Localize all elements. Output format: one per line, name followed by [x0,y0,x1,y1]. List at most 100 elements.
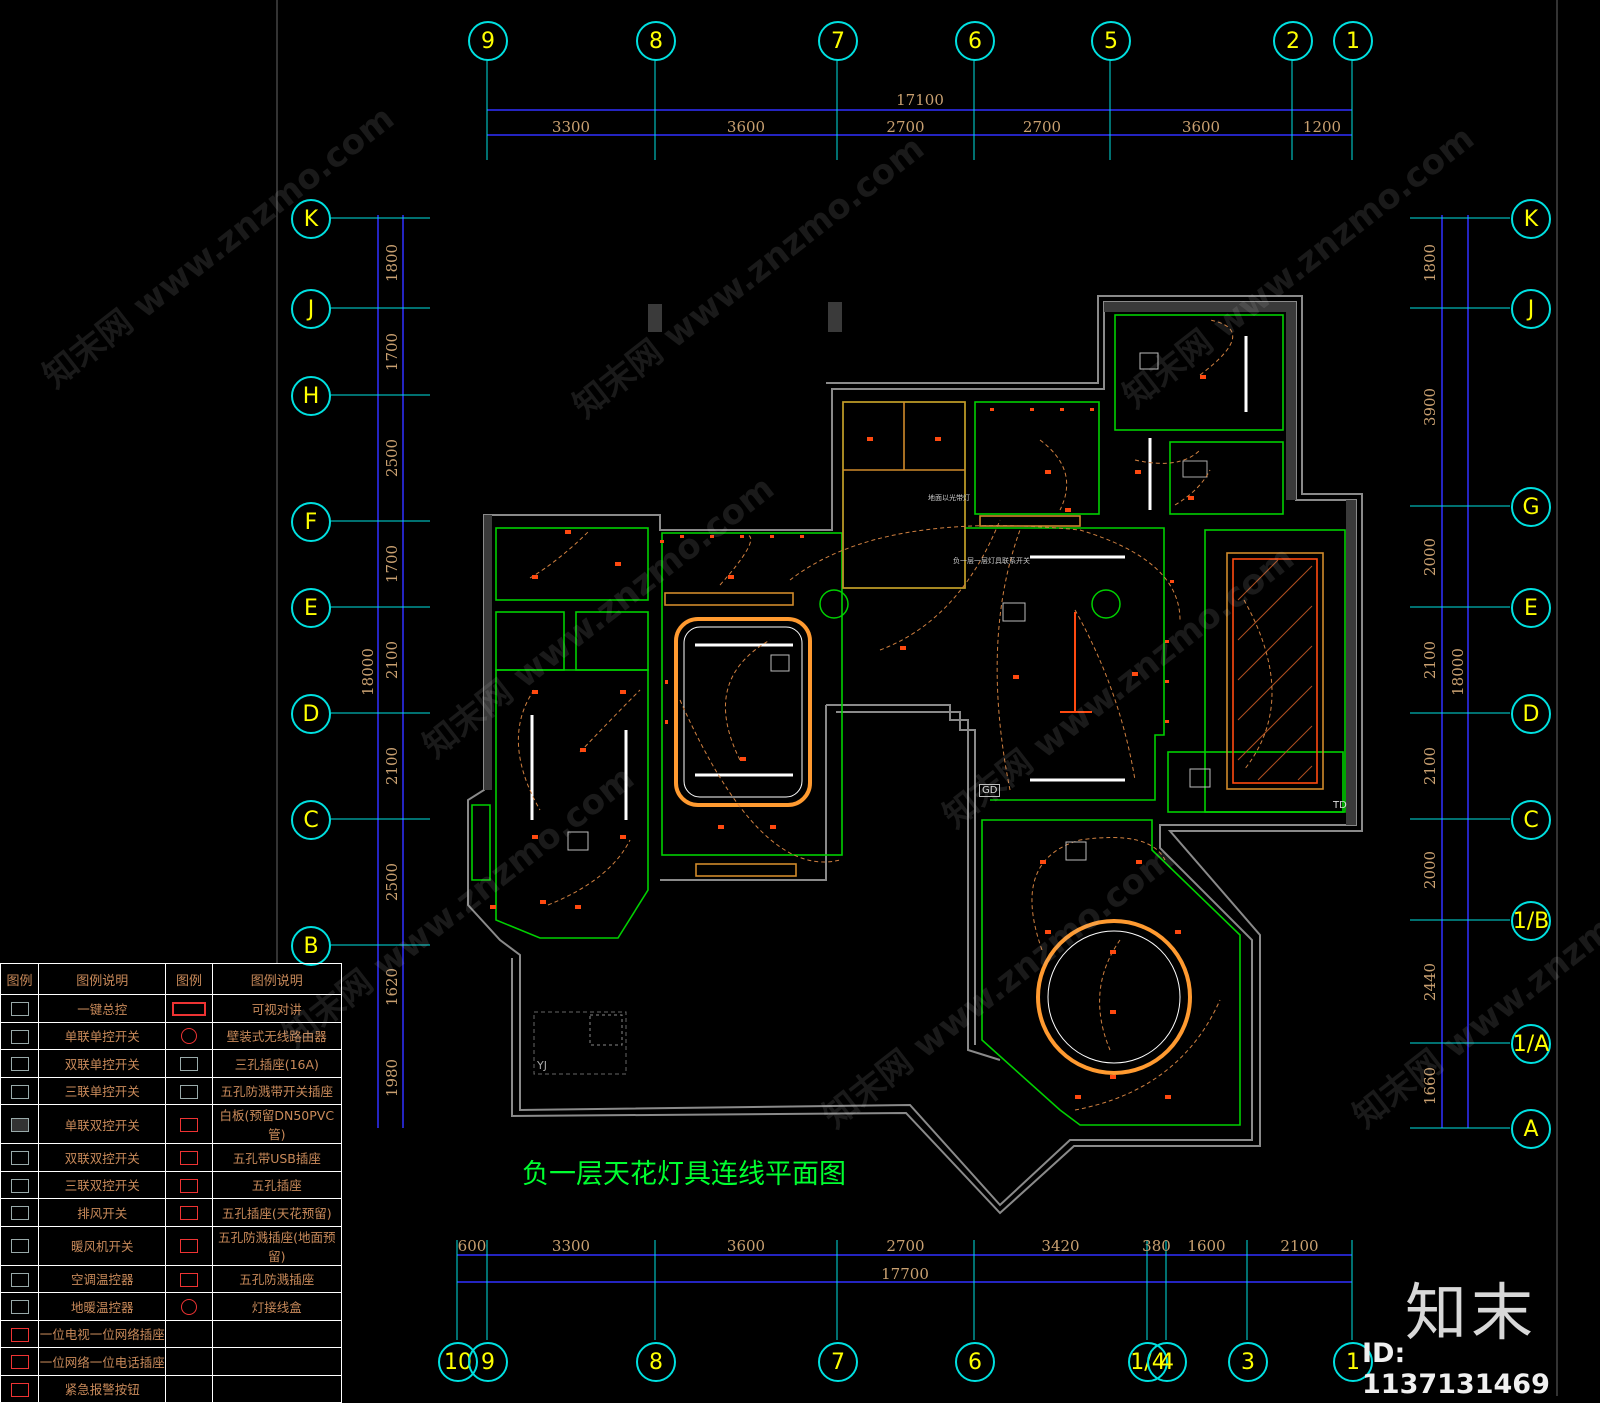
switch-master-icon [10,1002,29,1016]
dimension-right: 2000 [1421,850,1439,889]
axis-bubble-top: 1 [1333,21,1373,61]
legend-symbol-cell [0,1319,40,1348]
dimension-bottom: 1600 [1187,1237,1226,1255]
room-tag-td: TD [1333,800,1347,811]
legend-description: 五孔防溅带开关插座 [211,1076,343,1105]
legend-row: 一键总控可视对讲 [0,994,343,1023]
legend-description: 单联单控开关 [38,1021,167,1050]
axis-bubble-left: B [291,926,331,966]
legend-description: 灯接线盒 [211,1292,343,1321]
dimension-bottom: 3300 [551,1237,591,1255]
legend-description: 一键总控 [38,994,167,1023]
legend-symbol-cell [165,1319,213,1348]
legend-description: 五孔插座 [211,1170,343,1199]
legend-symbol-cell [0,1021,40,1050]
legend-symbol-cell [0,1143,40,1172]
legend-description: 双联双控开关 [38,1143,167,1172]
dimension-left: 1980 [383,1058,401,1098]
legend-row: 暖风机开关五孔防溅插座(地面预留) [0,1225,343,1266]
legend-symbol-cell [0,1170,40,1199]
ceiling-note-1: 地面以光带灯 [928,494,970,502]
legend-symbol-cell [0,1104,40,1144]
dimension-right: 2000 [1421,537,1439,576]
legend-row: 单联单控开关壁装式无线路由器 [0,1021,343,1050]
switch-2gang-icon [10,1057,29,1071]
switch-3gang-2way-icon [10,1178,29,1193]
dimension-total-top: 17100 [896,91,944,109]
legend-symbol-cell [165,1143,213,1172]
switch-2gang-2way-icon [10,1151,29,1165]
drawing-title: 负一层天花灯具连线平面图 [522,1159,846,1190]
axis-bubble-top: 7 [818,21,858,61]
axis-bubble-bottom: 1 [1333,1342,1373,1382]
axis-bubble-bottom: 6 [955,1342,995,1382]
legend-description: 双联单控开关 [38,1049,167,1078]
wiring-lines [518,319,1273,1111]
dimension-left: 1700 [383,332,401,371]
dimension-total-left: 18000 [359,648,377,696]
legend-row: 空调温控器五孔防溅插座 [0,1264,343,1293]
legend-description: 一位电视一位网络插座 [38,1319,167,1348]
legend-symbol-cell [0,1292,40,1321]
legend-symbol-cell [0,1198,40,1227]
legend-symbol-cell [165,1292,213,1321]
dimension-left: 2500 [383,438,401,478]
legend-row: 紧急报警按钮 [0,1374,343,1403]
legend-symbol-cell [165,1374,213,1403]
dimension-left: 1800 [383,243,401,283]
ceiling-features [533,460,1208,1075]
ac-thermostat-icon [10,1272,29,1287]
socket-5pin-icon [180,1178,199,1193]
axis-bubble-right: E [1511,588,1551,628]
legend-description: 五孔插座(天花预留) [211,1198,343,1227]
legend-row: 双联单控开关三孔插座(16A) [0,1049,343,1078]
legend-description: 排风开关 [38,1198,167,1227]
dimension-top: 2700 [886,118,925,136]
axis-bubble-top: 2 [1273,21,1313,61]
legend-symbol-cell [0,1374,40,1403]
cove-light-dots [660,408,1174,724]
brand-logo: 知末 [1405,1276,1538,1349]
legend-description: 紧急报警按钮 [38,1374,167,1403]
legend-row: 三联双控开关五孔插座 [0,1170,343,1199]
dimension-left: 1700 [383,544,401,584]
dimension-right: 2100 [1421,746,1439,786]
legend-row: 一位电视一位网络插座 [0,1319,343,1348]
image-id: ID: 1137131469 [1362,1338,1550,1400]
dimension-bottom: 600 [457,1237,487,1255]
room-outlines [471,314,1346,1126]
legend-symbol-cell [0,1049,40,1078]
dimension-right: 2440 [1421,962,1439,1001]
axis-bubble-right: J [1511,289,1551,329]
axis-bubble-right: 1/B [1511,901,1551,941]
dimension-bottom: 2700 [886,1237,925,1255]
axis-bubble-bottom: 4 [1147,1342,1187,1382]
dimension-left: 2100 [383,746,401,786]
switch-1gang-2way-icon [10,1117,29,1132]
dimension-top: 2700 [1022,118,1062,136]
legend-symbol-cell [165,1170,213,1199]
axis-bubble-right: A [1511,1109,1551,1149]
dimension-left: 2500 [383,862,401,902]
legend-row: 单联双控开关白板(预留DN50PVC管) [0,1104,343,1144]
axis-bubble-left: D [291,694,331,734]
socket-ceiling-icon [180,1206,199,1220]
legend-description: 单联双控开关 [38,1104,167,1144]
axis-bubble-right: G [1511,487,1551,527]
floor-heat-thermostat-icon [10,1300,29,1314]
legend-row: 三联单控开关五孔防溅带开关插座 [0,1076,343,1105]
exhaust-switch-icon [10,1206,29,1220]
axis-bubble-left: K [291,199,331,239]
legend-row: 地暖温控器灯接线盒 [0,1292,343,1321]
legend-description: 暖风机开关 [38,1225,167,1266]
dimension-top: 3600 [726,118,766,136]
legend-header-symbol-2: 图例 [165,963,213,995]
top-dimension-lines [487,109,1352,136]
legend-row: 一位网络一位电话插座 [0,1347,343,1376]
downlights [490,375,1206,1099]
fan-switch-icon [10,1239,29,1254]
axis-bubble-bottom: 7 [818,1342,858,1382]
axis-bubble-bottom: 10 [438,1342,478,1382]
axis-bubble-bottom: 8 [636,1342,676,1382]
